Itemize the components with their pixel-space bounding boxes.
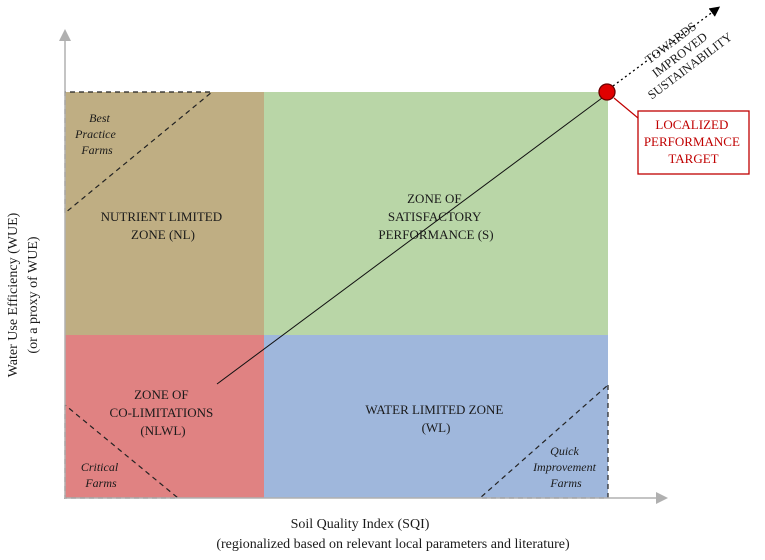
y-axis-title: Water Use Efficiency (WUE) — [6, 212, 21, 377]
x-axis-title: Soil Quality Index (SQI) — [291, 517, 430, 532]
performance-target-point — [598, 83, 616, 101]
nutrient-zone-label: NUTRIENT LIMITED ZONE (NL) — [101, 209, 226, 242]
target-label: LOCALIZED PERFORMANCE TARGET — [644, 117, 743, 166]
target-connector — [613, 97, 639, 119]
satisfactory-zone — [264, 92, 608, 335]
sustainability-label: TOWARDS IMPROVED SUSTAINABILITY — [627, 6, 735, 102]
water-limited-zone — [264, 335, 608, 498]
quick-improvement-region — [478, 384, 609, 499]
nutrient-limited-zone — [65, 92, 264, 335]
colimit-zone-label: ZONE OF CO-LIMITATIONS (NLWL) — [110, 387, 217, 438]
sustainability-arrow — [612, 6, 721, 87]
target-box — [637, 110, 750, 175]
water-zone-label: WATER LIMITED ZONE (WL) — [365, 402, 506, 435]
co-limitations-zone — [65, 335, 264, 498]
y-axis-subtitle: (or a proxy of WUE) — [26, 236, 41, 353]
critical-farms-label: Critical Farms — [81, 460, 121, 490]
quick-improvement-label: Quick Improvement Farms — [532, 444, 599, 490]
best-practice-label: Best Practice Farms — [74, 111, 119, 157]
improvement-path-line — [216, 97, 603, 385]
satisfactory-zone-label: ZONE OF SATISFACTORY PERFORMANCE (S) — [378, 191, 493, 242]
x-axis-subtitle: (regionalized based on relevant local pa… — [216, 537, 570, 552]
best-practice-region — [64, 91, 214, 214]
